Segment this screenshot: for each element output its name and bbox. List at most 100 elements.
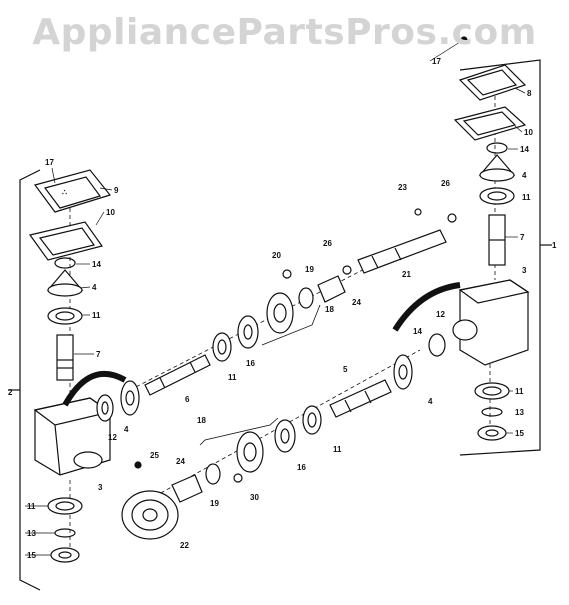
leader-lines [25,41,550,556]
upper-washer [342,265,352,275]
callout: 7 [520,233,525,242]
upper-bolt [282,269,292,279]
lower-spacer [205,463,221,485]
callout: 13 [515,408,524,417]
callout: 24 [352,298,361,307]
assembly-label-left: 2 [8,388,13,397]
left-belt [62,370,127,407]
callout: 25 [150,451,159,460]
right-gearbox-housing [452,279,530,366]
callout: 19 [210,499,219,508]
callout: 11 [92,311,101,320]
upper-spacer [298,287,314,309]
left-gearbox-housing [33,397,112,476]
left-seal [50,547,80,563]
callout: 11 [27,502,36,511]
right-screw [460,36,468,44]
callout: 12 [108,433,117,442]
upper-retainer [447,213,457,223]
upper-key [414,208,422,216]
left-assembly-bracket [8,169,41,591]
callout: 8 [527,89,532,98]
callout: 11 [515,387,524,396]
callout: 24 [176,457,185,466]
right-bearing-mid [428,333,446,357]
lower-flange [274,419,296,453]
callout: 14 [520,145,529,154]
callout: 15 [515,429,524,438]
lower-shaft [329,379,392,418]
left-gasket [28,221,103,261]
callout: 11 [333,445,342,454]
lower-group-bracket [199,417,279,446]
callout: 4 [124,425,129,434]
left-washer [54,257,76,269]
callout: 10 [524,128,533,137]
callout: 17 [45,158,54,167]
assembly-label-right: 1 [552,241,557,250]
right-shaft [488,214,506,266]
upper-group-bracket [261,304,321,346]
right-gasket [453,106,527,141]
right-bevel-gear [478,154,516,182]
callout: 23 [398,183,407,192]
callout: 4 [92,283,97,292]
callout: 20 [272,251,281,260]
callout: 3 [522,266,527,275]
callout: 4 [428,397,433,406]
upper-left-bearing [96,394,114,422]
callout: 21 [402,270,411,279]
callout: 11 [228,373,237,382]
left-shaft [56,334,74,381]
callout: 3 [98,483,103,492]
lower-pinion-gear [393,354,413,390]
left-bevel-gear [46,269,84,297]
callout: 5 [343,365,348,374]
callout: 18 [325,305,334,314]
lower-key [134,461,142,469]
upper-sleeve [317,275,346,303]
lower-pulley-hub [236,431,264,473]
callout: 26 [323,239,332,248]
right-bearing-top [479,187,515,205]
lower-bearing [302,405,322,435]
callout: 10 [106,208,115,217]
callout: 7 [96,350,101,359]
callout: 12 [436,310,445,319]
upper-shaft [144,354,211,396]
callout: 30 [250,493,259,502]
right-cover-plate [458,64,527,101]
callout: 6 [185,395,190,404]
left-bearing-bottom [47,497,83,515]
callout-labels: 2 1 17 9 10 14 4 11 7 12 4 3 11 13 15 6 … [8,57,557,560]
left-bearing-top [47,307,83,325]
callout: 16 [246,359,255,368]
lower-sleeve [171,474,203,503]
right-bearing-bottom [474,382,510,400]
callout: 4 [522,171,527,180]
callout: 15 [27,551,36,560]
callout: 18 [197,416,206,425]
upper-flange [237,315,259,349]
lower-pulley [121,490,179,540]
svg-text:∴: ∴ [62,188,67,197]
callout: 17 [432,57,441,66]
watermark: AppliancePartsPros.com [32,12,537,53]
left-cover-plate: ∴ [33,169,112,213]
callout: 22 [180,541,189,550]
upper-bearing [212,332,232,362]
left-snap-ring [54,528,76,538]
right-washer [486,142,508,154]
right-seal [477,425,507,441]
callout: 26 [441,179,450,188]
callout: 9 [114,186,119,195]
lower-bolt [233,473,243,483]
callout: 19 [305,265,314,274]
upper-pinion-gear [120,380,140,416]
callout: 14 [92,260,101,269]
callout: 14 [413,327,422,336]
right-belt [392,282,461,332]
right-snap-ring [481,407,503,417]
